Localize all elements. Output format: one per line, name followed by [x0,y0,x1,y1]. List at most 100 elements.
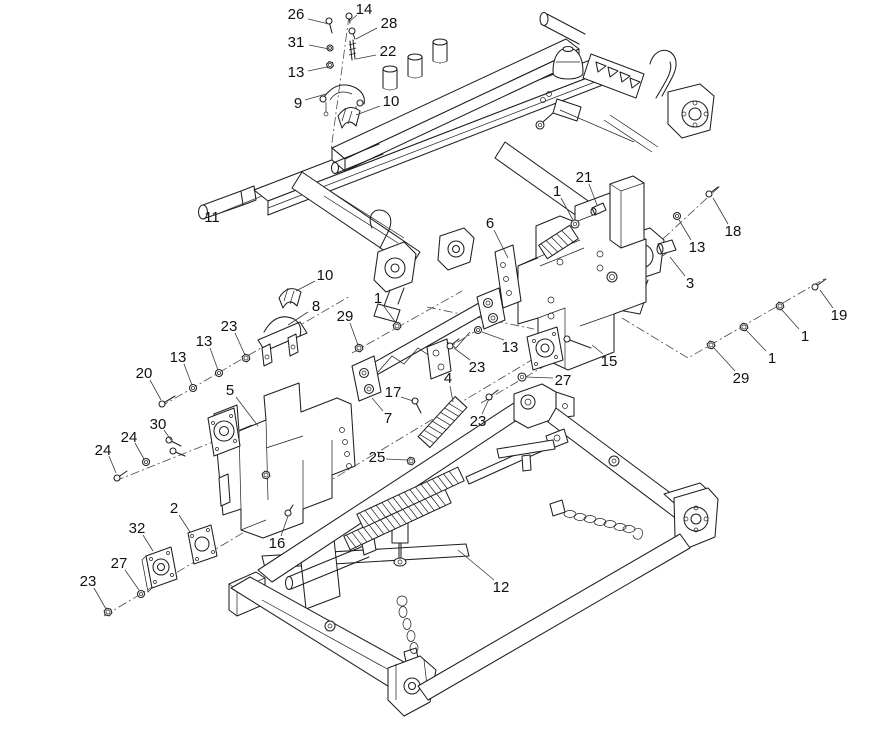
callout-24[interactable]: 24 [121,429,138,446]
callout-1[interactable]: 1 [553,183,561,200]
callout-29[interactable]: 29 [733,370,750,387]
callout-24[interactable]: 24 [95,442,112,459]
washer [214,368,224,378]
callout-6[interactable]: 6 [486,215,494,232]
bolt [811,278,827,291]
callout-1[interactable]: 1 [801,328,809,345]
callout-13[interactable]: 13 [170,349,187,366]
leader-line [124,569,140,591]
callout-13[interactable]: 13 [689,239,706,256]
callout-13[interactable]: 13 [288,64,305,81]
callout-26[interactable]: 26 [288,6,305,23]
leader-line [349,14,358,22]
callout-5[interactable]: 5 [226,382,234,399]
fasteners [103,12,827,617]
leader-line [93,587,107,610]
callout-21[interactable]: 21 [576,169,593,186]
callout-23[interactable]: 23 [80,573,97,590]
callout-27[interactable]: 27 [111,555,128,572]
leader-line [449,385,454,403]
bolt [705,186,719,198]
leader-line [108,455,117,474]
hex-nut [354,343,364,353]
leader-line [525,376,554,379]
washer [672,211,682,221]
callout-18[interactable]: 18 [725,223,742,240]
callout-3[interactable]: 3 [686,275,694,292]
washer [188,383,198,393]
leader-line [163,429,172,441]
callout-31[interactable]: 31 [288,34,305,51]
leader-line [819,289,834,309]
leader-line [355,54,377,60]
callout-14[interactable]: 14 [356,1,373,18]
coil-spring [343,488,452,551]
leader-line [493,229,509,259]
callout-4[interactable]: 4 [444,370,452,387]
callout-1[interactable]: 1 [768,350,776,367]
callout-7[interactable]: 7 [384,410,392,427]
callout-16[interactable]: 16 [269,535,286,552]
leader-line [287,311,309,326]
hex-nut [261,470,271,480]
callout-23[interactable]: 23 [470,413,487,430]
callout-23[interactable]: 23 [221,318,238,335]
left-bracket-weldment [141,382,356,593]
callout-13[interactable]: 13 [502,339,519,356]
alignment-axis-line [621,277,827,359]
callout-10[interactable]: 10 [383,93,400,110]
callout-20[interactable]: 20 [136,365,153,382]
leader-line [481,331,505,341]
callout-1[interactable]: 1 [374,290,382,307]
callout-10[interactable]: 10 [317,267,334,284]
leader-line [209,347,219,371]
hex-nut [392,321,402,331]
leader-line [745,329,767,352]
leader-line [235,396,259,427]
callout-9[interactable]: 9 [294,95,302,112]
coil-spring [417,396,468,448]
callout-29[interactable]: 29 [337,308,354,325]
callout-8[interactable]: 8 [312,298,320,315]
hex-nut [775,301,785,311]
washer [326,44,334,52]
bolt [113,470,128,482]
leader-line [308,44,330,50]
callout-22[interactable]: 22 [380,43,397,60]
callout-15[interactable]: 15 [601,353,618,370]
callout-28[interactable]: 28 [381,15,398,32]
alignment-axis-line [114,423,259,482]
leader-line [178,514,191,533]
callout-30[interactable]: 30 [150,416,167,433]
leader-line [295,280,316,292]
leader-line [221,195,263,213]
leader-line [371,397,384,412]
leader-line [400,396,414,402]
callout-19[interactable]: 19 [831,307,848,324]
callout-12[interactable]: 12 [493,579,510,596]
callout-25[interactable]: 25 [369,449,386,466]
leader-line [355,105,381,116]
leader-line [134,442,145,460]
leader-line [280,515,289,537]
hex-nut [326,61,334,69]
leader-line [591,344,604,355]
alignment-axis-line [426,306,535,330]
hex-nut [406,456,416,466]
hex-nut [706,340,716,350]
callout-23[interactable]: 23 [469,359,486,376]
callout-27[interactable]: 27 [555,372,572,389]
leader-line [712,197,729,225]
callout-32[interactable]: 32 [129,520,146,537]
leader-line [588,183,598,206]
callout-11[interactable]: 11 [204,209,220,226]
bolt [325,17,333,34]
leader-line [142,534,154,552]
leader-line [234,332,246,356]
leader-line [781,309,800,330]
callout-13[interactable]: 13 [196,333,213,350]
callout-17[interactable]: 17 [385,384,402,401]
callout-2[interactable]: 2 [170,500,178,517]
